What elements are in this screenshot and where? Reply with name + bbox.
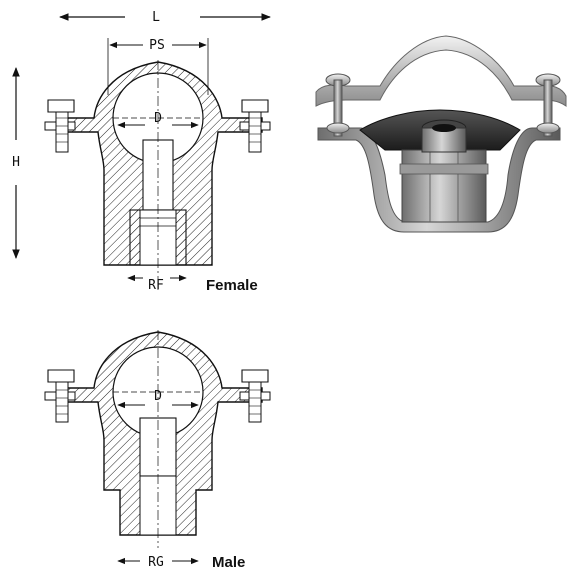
upper-clamp-strap xyxy=(315,35,567,107)
photo-left-bolt xyxy=(325,73,351,137)
dimension-ps: PS xyxy=(107,38,209,95)
female-right-bolt xyxy=(239,99,271,153)
dimension-d-top-label: D xyxy=(154,111,162,126)
male-left-bolt xyxy=(44,369,76,423)
dimension-h: H xyxy=(12,67,20,259)
dimension-rg-label: RG xyxy=(148,555,164,570)
male-right-bolt xyxy=(239,369,271,423)
female-caption: Female xyxy=(206,277,258,294)
dimension-l: L xyxy=(59,10,271,25)
lower-clamp-band xyxy=(317,127,561,233)
female-section-drawing: L PS H D xyxy=(12,10,271,294)
female-left-bolt xyxy=(44,99,76,153)
tapping-saddle-clamp-photo xyxy=(315,35,567,233)
dimension-rf-label: RF xyxy=(148,278,164,293)
photo-right-bolt xyxy=(535,73,561,137)
hex-outlet-body xyxy=(401,149,487,223)
male-caption: Male xyxy=(212,554,245,571)
dimension-ps-label: PS xyxy=(149,38,165,53)
dimension-l-label: L xyxy=(152,10,160,25)
male-section-drawing: D RG Male xyxy=(44,330,271,571)
dimension-h-label: H xyxy=(12,155,20,170)
dimension-d-bottom-label: D xyxy=(154,389,162,404)
